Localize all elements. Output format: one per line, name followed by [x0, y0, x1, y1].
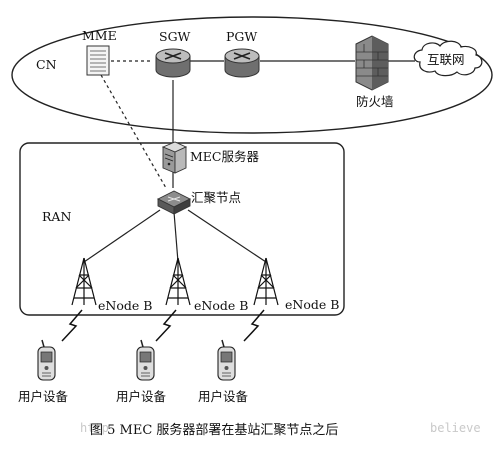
agg-enodeb3-link: [187, 209, 267, 263]
mec-server-label: MEC服务器: [190, 149, 259, 164]
agg-enodeb2-link: [173, 211, 179, 263]
mec-server-icon: [161, 141, 188, 174]
firewall-icon: [355, 35, 389, 91]
sgw-router-icon: [155, 48, 191, 78]
pgw-router-icon: [224, 48, 260, 78]
mme-aggregation-dashed-link: [100, 74, 167, 189]
aggregation-switch-icon: [156, 190, 192, 215]
wireless-link-icon-2: [155, 309, 177, 342]
firewall-label: 防火墙: [356, 94, 394, 109]
ran-label: RAN: [42, 209, 71, 224]
enodeb-label-3: eNode B: [285, 297, 339, 312]
watermark-right: believe: [430, 421, 481, 435]
enodeb-tower-icon-1: [71, 257, 97, 306]
enodeb-label-2: eNode B: [194, 298, 248, 313]
internet-label: 互联网: [427, 52, 465, 67]
wireless-link-icon-1: [61, 309, 83, 342]
user-device-label-3: 用户设备: [198, 389, 249, 404]
user-device-label-1: 用户设备: [18, 389, 69, 404]
enodeb-tower-icon-3: [253, 257, 279, 306]
sgw-label: SGW: [159, 29, 191, 44]
aggregation-node-label: 汇聚节点: [191, 190, 241, 205]
core-network-label: CN: [36, 57, 57, 72]
figure-caption: 图 5 MEC 服务器部署在基站汇聚节点之后: [90, 422, 338, 438]
watermark-left: http: [80, 421, 109, 435]
ran-box: [19, 142, 345, 316]
enodeb-tower-icon-2: [165, 257, 191, 306]
mme-label: MME: [82, 28, 117, 43]
agg-enodeb1-link: [83, 209, 161, 263]
mme-server-icon: [86, 45, 110, 76]
enodeb-label-1: eNode B: [98, 298, 152, 313]
user-phone-icon-2: [136, 339, 155, 381]
wireless-link-icon-3: [243, 309, 265, 342]
pgw-label: PGW: [226, 29, 257, 44]
core-network-ellipse: [11, 16, 493, 134]
user-phone-icon-1: [37, 339, 56, 381]
internet-cloud-icon: [413, 40, 483, 77]
user-device-label-2: 用户设备: [116, 389, 167, 404]
user-phone-icon-3: [217, 339, 236, 381]
